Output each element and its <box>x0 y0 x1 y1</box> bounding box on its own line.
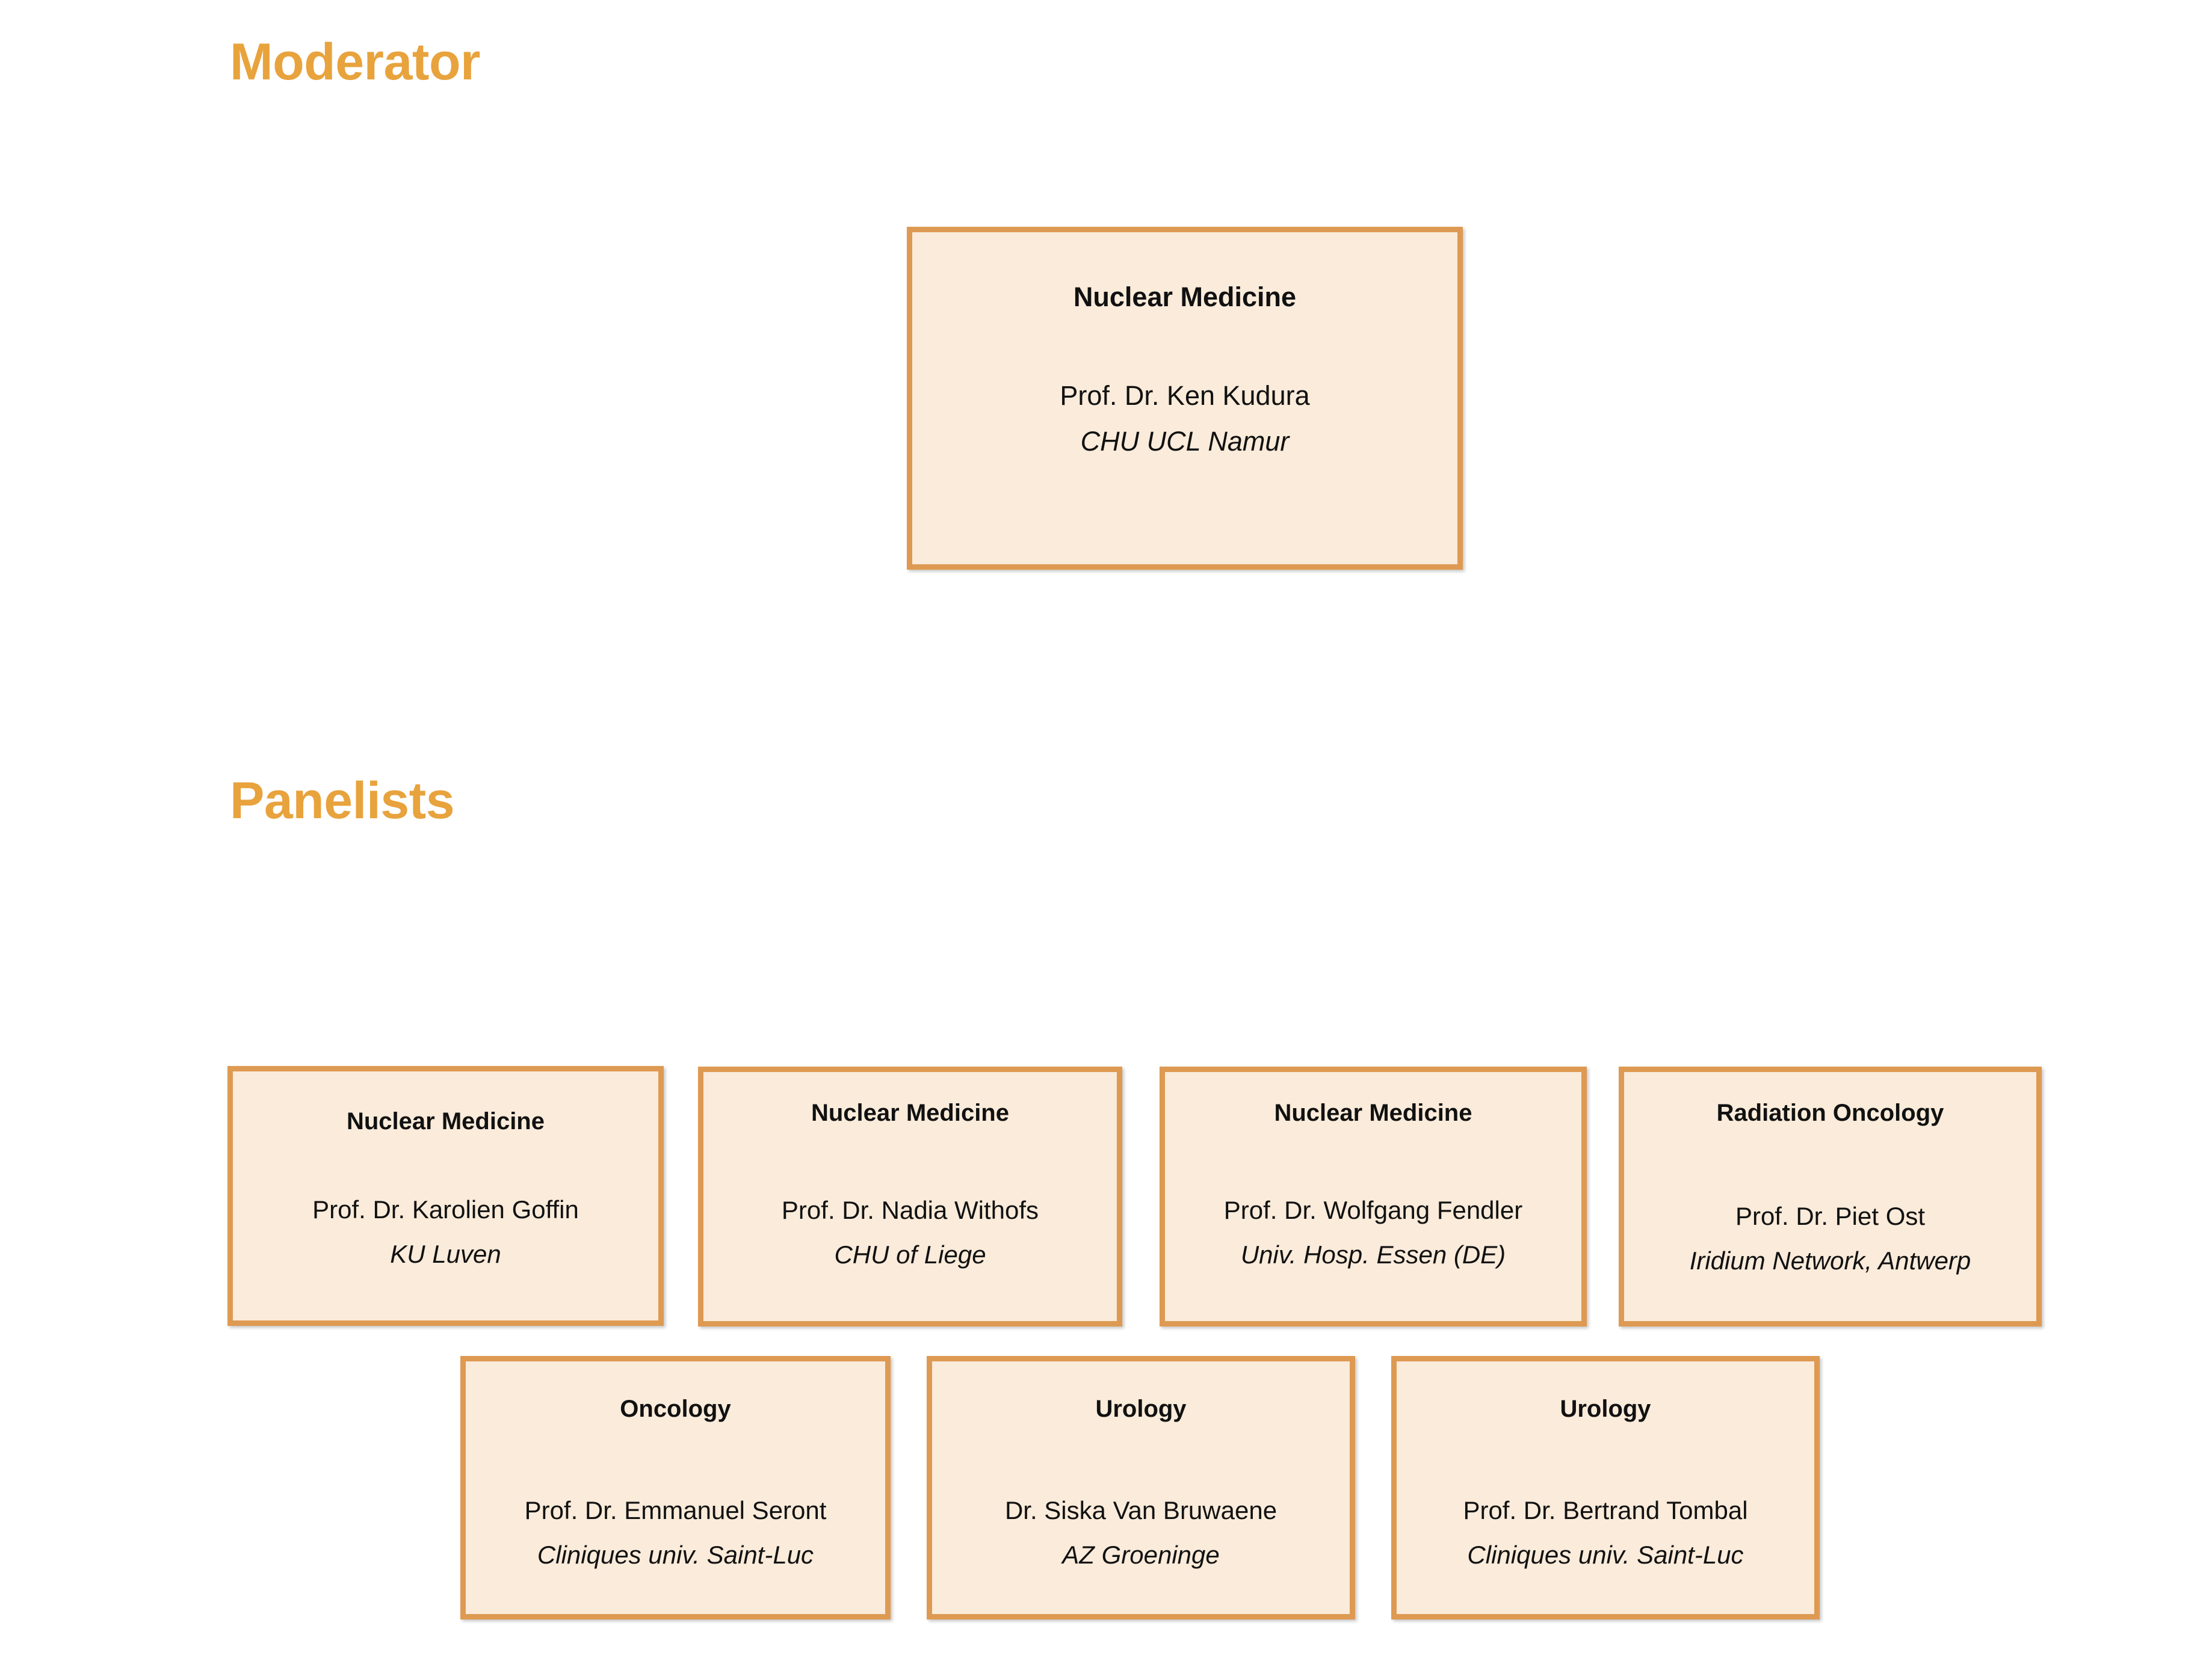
panelist-affiliation: Iridium Network, Antwerp <box>1689 1246 1971 1275</box>
panelist-name: Prof. Dr. Wolfgang Fendler <box>1223 1196 1523 1224</box>
panelist-name: Prof. Dr. Emmanuel Seront <box>524 1496 827 1524</box>
panelist-specialty: Urology <box>1560 1396 1651 1422</box>
moderator-card: Nuclear Medicine Prof. Dr. Ken Kudura CH… <box>907 227 1463 570</box>
moderator-affiliation: CHU UCL Namur <box>1080 425 1290 457</box>
panelist-card: Nuclear Medicine Prof. Dr. Karolien Goff… <box>227 1066 664 1326</box>
panelist-name: Prof. Dr. Bertrand Tombal <box>1463 1496 1748 1524</box>
panelist-name: Prof. Dr. Nadia Withofs <box>781 1196 1039 1224</box>
panelist-card: Nuclear Medicine Prof. Dr. Nadia Withofs… <box>698 1067 1122 1326</box>
moderator-section-heading: Moderator <box>230 33 480 91</box>
moderator-name: Prof. Dr. Ken Kudura <box>1060 380 1310 411</box>
panelist-card: Nuclear Medicine Prof. Dr. Wolfgang Fend… <box>1160 1067 1587 1326</box>
panelist-card: Radiation Oncology Prof. Dr. Piet Ost Ir… <box>1619 1067 2042 1326</box>
panelists-section-heading: Panelists <box>230 772 455 830</box>
moderator-specialty: Nuclear Medicine <box>1073 282 1297 312</box>
panelist-card: Oncology Prof. Dr. Emmanuel Seront Clini… <box>460 1356 891 1619</box>
panelist-affiliation: CHU of Liege <box>834 1240 986 1269</box>
panelist-name: Prof. Dr. Piet Ost <box>1735 1202 1926 1230</box>
panelist-affiliation: AZ Groeninge <box>1062 1541 1220 1570</box>
panelist-name: Prof. Dr. Karolien Goffin <box>312 1195 579 1224</box>
panelist-specialty: Radiation Oncology <box>1716 1100 1944 1126</box>
panelist-specialty: Nuclear Medicine <box>811 1100 1009 1126</box>
panelist-name: Dr. Siska Van Bruwaene <box>1004 1496 1277 1524</box>
panelist-specialty: Oncology <box>620 1396 731 1422</box>
panelist-card: Urology Dr. Siska Van Bruwaene AZ Groeni… <box>927 1356 1355 1619</box>
panelist-card: Urology Prof. Dr. Bertrand Tombal Cliniq… <box>1391 1356 1820 1619</box>
panelist-affiliation: KU Luven <box>390 1240 501 1269</box>
panelist-specialty: Nuclear Medicine <box>346 1108 545 1135</box>
panelist-affiliation: Cliniques univ. Saint-Luc <box>537 1541 814 1570</box>
panelist-affiliation: Univ. Hosp. Essen (DE) <box>1240 1240 1506 1269</box>
panelist-specialty: Nuclear Medicine <box>1274 1100 1472 1126</box>
panelist-specialty: Urology <box>1095 1396 1187 1422</box>
panelist-affiliation: Cliniques univ. Saint-Luc <box>1467 1541 1744 1570</box>
